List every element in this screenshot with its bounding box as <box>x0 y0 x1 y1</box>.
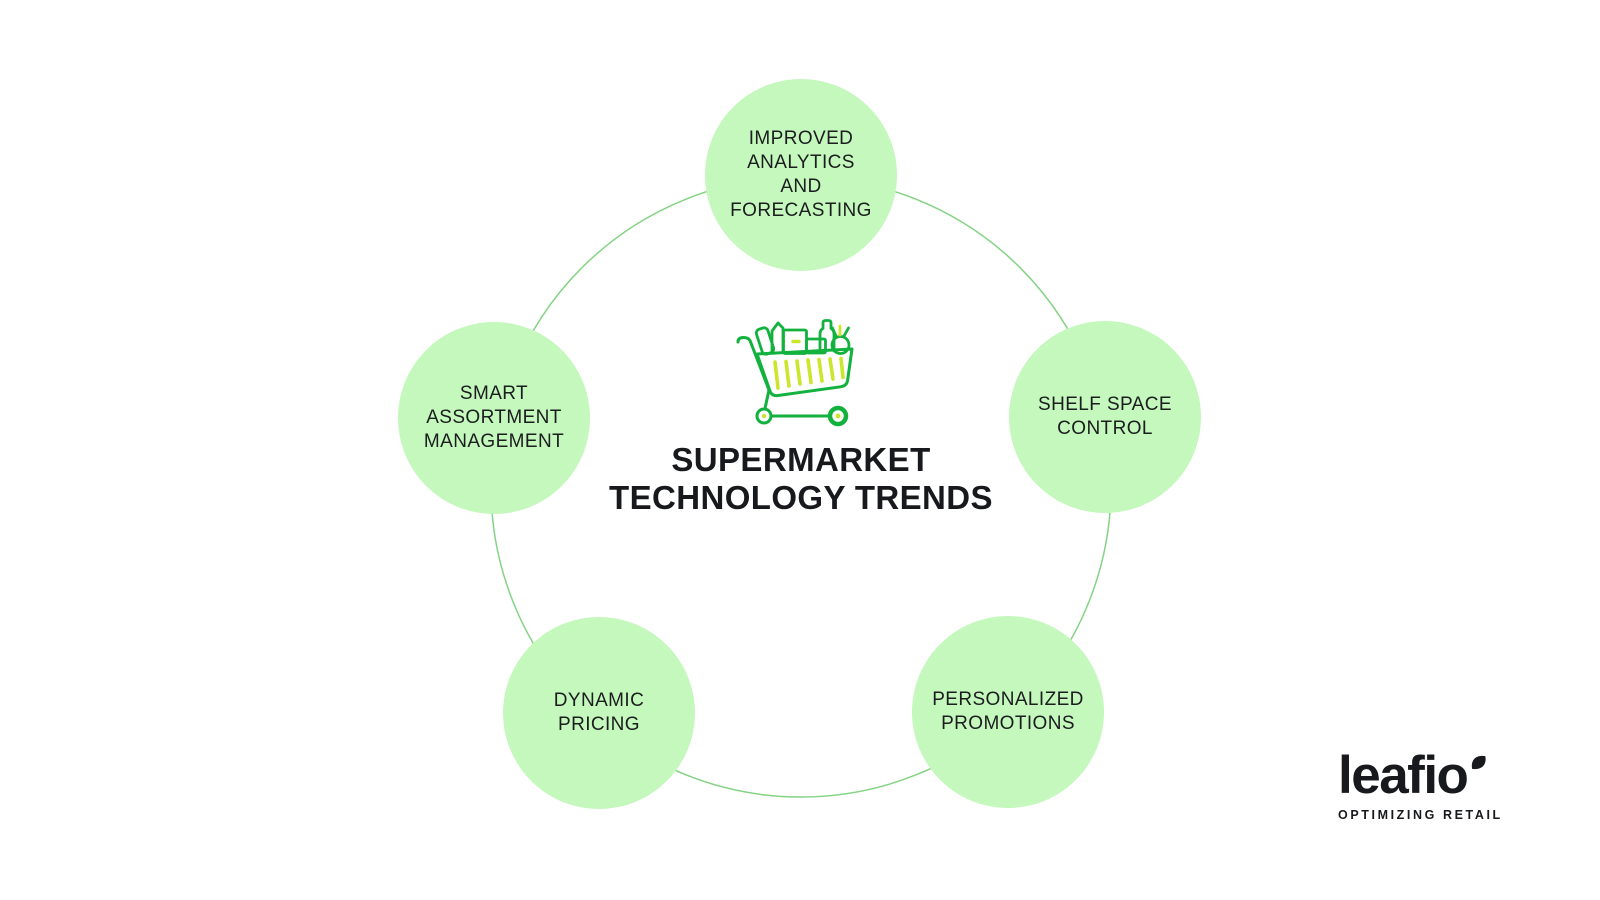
trend-label: PERSONALIZED PROMOTIONS <box>932 689 1084 734</box>
trend-label: SMART ASSORTMENT MANAGEMENT <box>423 383 565 452</box>
trend-bubble-personalized-promotions: PERSONALIZED PROMOTIONS <box>912 616 1104 808</box>
shopping-cart-icon <box>736 319 854 427</box>
trend-bubble-dynamic-pricing: DYNAMIC PRICING <box>503 617 695 809</box>
trend-label: IMPROVED ANALYTICS AND FORECASTING <box>730 128 872 221</box>
trend-bubble-shelf-space-control: SHELF SPACE CONTROL <box>1009 321 1201 513</box>
diagram-title: SUPERMARKET TECHNOLOGY TRENDS <box>609 441 993 516</box>
leaf-icon <box>1472 755 1487 770</box>
trend-label: SHELF SPACE CONTROL <box>1038 394 1172 439</box>
logo-tagline: OPTIMIZING RETAIL <box>1338 808 1503 822</box>
trend-bubble-improved-analytics: IMPROVED ANALYTICS AND FORECASTING <box>705 79 897 271</box>
leafio-logo: leafio OPTIMIZING RETAIL <box>1338 746 1503 822</box>
trend-label: DYNAMIC PRICING <box>553 690 645 735</box>
logo-wordmark: leafio <box>1338 746 1469 805</box>
trend-bubble-smart-assortment: SMART ASSORTMENT MANAGEMENT <box>398 322 590 514</box>
